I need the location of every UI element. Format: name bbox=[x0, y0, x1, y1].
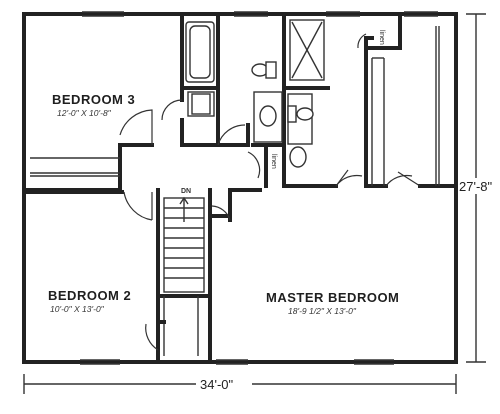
stairs-down-label: DN bbox=[181, 188, 191, 195]
staircase bbox=[163, 196, 205, 293]
master-bedroom-dims: 18'-9 1/2" X 13'-0" bbox=[288, 306, 357, 316]
bath-fixtures bbox=[185, 19, 325, 168]
bedroom3-dims: 12'-0" X 10'-8" bbox=[57, 108, 112, 118]
depth-label: 27'-8" bbox=[459, 179, 493, 194]
linen-label-mid: linen bbox=[270, 154, 277, 169]
interior-walls bbox=[22, 12, 458, 364]
bedroom2-dims: 10'-0" X 13'-0" bbox=[50, 304, 105, 314]
bedroom3-name: BEDROOM 3 bbox=[52, 92, 135, 107]
width-label: 34'-0" bbox=[200, 377, 234, 392]
linen-label-top: linen bbox=[378, 30, 385, 45]
bedroom2-name: BEDROOM 2 bbox=[48, 288, 131, 303]
doors bbox=[119, 33, 421, 351]
master-bedroom-name: MASTER BEDROOM bbox=[266, 290, 399, 305]
windows bbox=[80, 11, 438, 365]
